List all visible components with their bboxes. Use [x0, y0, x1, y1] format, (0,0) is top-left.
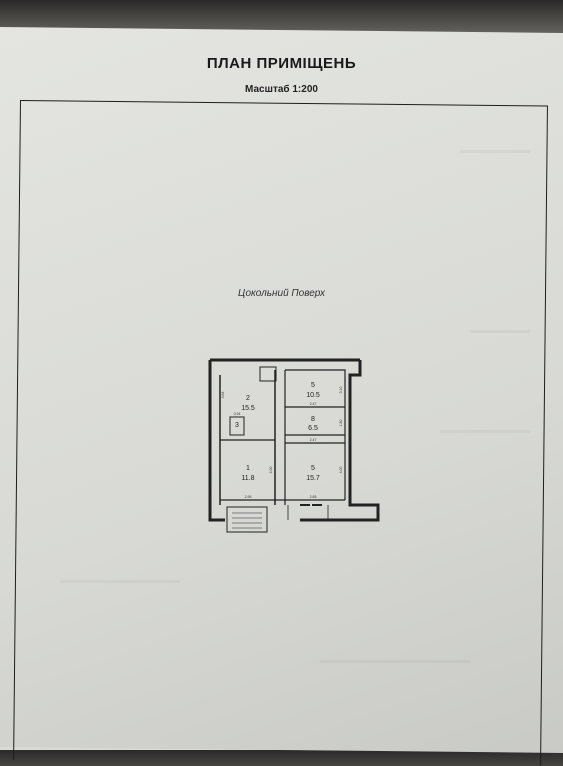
room-5-bottom-number: 5	[311, 465, 315, 472]
dim-2-47-b: 2.47	[310, 438, 317, 442]
bleed-through-line	[60, 580, 180, 583]
dim-4-00-b: 4.00	[339, 467, 343, 474]
floor-plan: 2 15.5 5 10.5 8 6.5 3 1 11.8 5 15.7 2.95…	[208, 358, 380, 533]
scale-label: Масштаб 1:200	[245, 84, 318, 95]
dim-2-47-a: 2.47	[310, 402, 317, 406]
dim-3-10: 3.10	[339, 387, 343, 394]
room-1-number: 1	[246, 465, 250, 472]
floor-label: Цокольний Поверх	[237, 288, 326, 299]
dim-4-00-a: 4.00	[269, 467, 273, 474]
bleed-through-line	[320, 660, 470, 663]
bleed-through-line	[470, 330, 530, 333]
room-5-top-number: 5	[311, 382, 315, 389]
room-8-area: 6.5	[308, 425, 318, 432]
dim-3-84: 3.84	[221, 392, 225, 399]
bleed-through-line	[460, 150, 530, 153]
room-2-number: 2	[246, 395, 250, 402]
room-3-number: 3	[235, 422, 239, 429]
room-5-bottom-area: 15.7	[306, 475, 320, 482]
room-1-area: 11.8	[241, 475, 254, 482]
page-title: ПЛАН ПРИМІЩЕНЬ	[206, 55, 357, 72]
dim-2-95: 2.95	[245, 495, 252, 499]
room-5-top-area: 10.5	[306, 392, 320, 399]
room-8-number: 8	[311, 416, 315, 423]
dim-1-80: 1.80	[339, 420, 343, 427]
dim-2-65: 2.65	[310, 495, 317, 499]
dim-0-94: 0.94	[234, 412, 241, 416]
bleed-through-line	[440, 430, 530, 433]
room-2-area: 15.5	[241, 405, 255, 412]
